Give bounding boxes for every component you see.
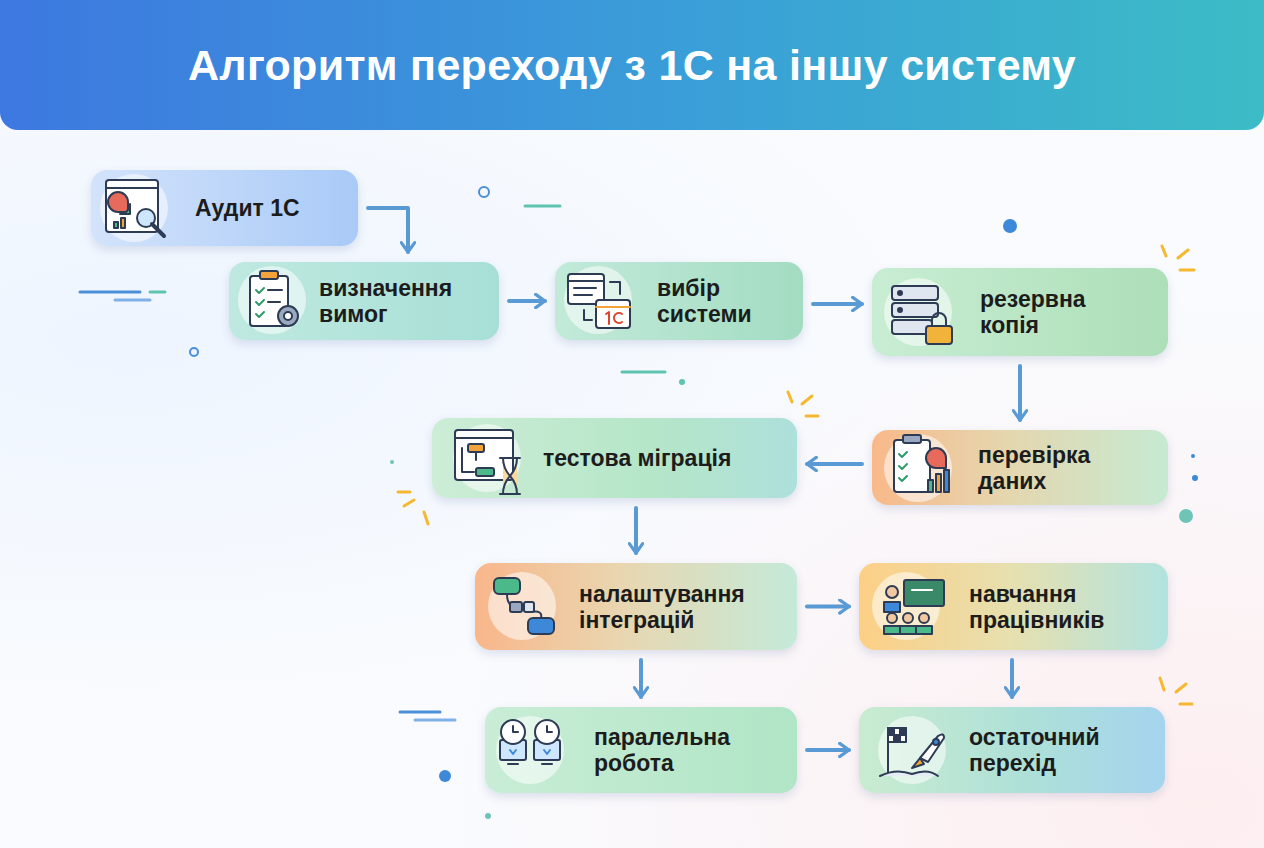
flow-arrow <box>807 462 862 466</box>
process-box: визначення вимог <box>229 262 499 340</box>
process-box: перевірка даних <box>872 430 1168 505</box>
step-label: Аудит 1С <box>195 195 345 221</box>
flow-arrow <box>368 208 408 252</box>
process-box: вибір системи <box>555 262 803 340</box>
flow-arrow <box>634 508 638 553</box>
title-banner: Алгоритм переходу з 1С на іншу систему <box>0 0 1264 130</box>
flow-arrow <box>813 302 862 306</box>
flow-arrow <box>509 299 545 303</box>
step-label: визначення вимог <box>319 275 491 327</box>
process-box: Аудит 1С <box>91 170 358 246</box>
step-label: остаточний перехід <box>969 724 1149 776</box>
step-label: тестова міграція <box>543 445 783 471</box>
flow-arrow <box>1018 366 1022 420</box>
step-label: резервна копія <box>980 286 1130 338</box>
step-label: перевірка даних <box>978 442 1138 494</box>
process-box: резервна копія <box>872 268 1168 356</box>
process-box: паралельна робота <box>485 707 797 793</box>
process-box: налаштування інтеграцій <box>475 563 797 650</box>
step-label: паралельна робота <box>594 724 769 776</box>
process-box: навчання працівників <box>859 563 1168 650</box>
flow-arrow <box>1010 660 1014 697</box>
flow-arrow <box>807 605 849 609</box>
flow-arrow <box>639 660 643 697</box>
title-text: Алгоритм переходу з 1С на іншу систему <box>188 41 1076 90</box>
step-label: налаштування інтеграцій <box>579 581 789 633</box>
step-label: навчання працівників <box>969 581 1154 633</box>
flow-arrow <box>807 748 849 752</box>
process-box: тестова міграція <box>432 418 797 498</box>
process-box: остаточний перехід <box>859 707 1165 793</box>
step-label: вибір системи <box>657 275 797 327</box>
